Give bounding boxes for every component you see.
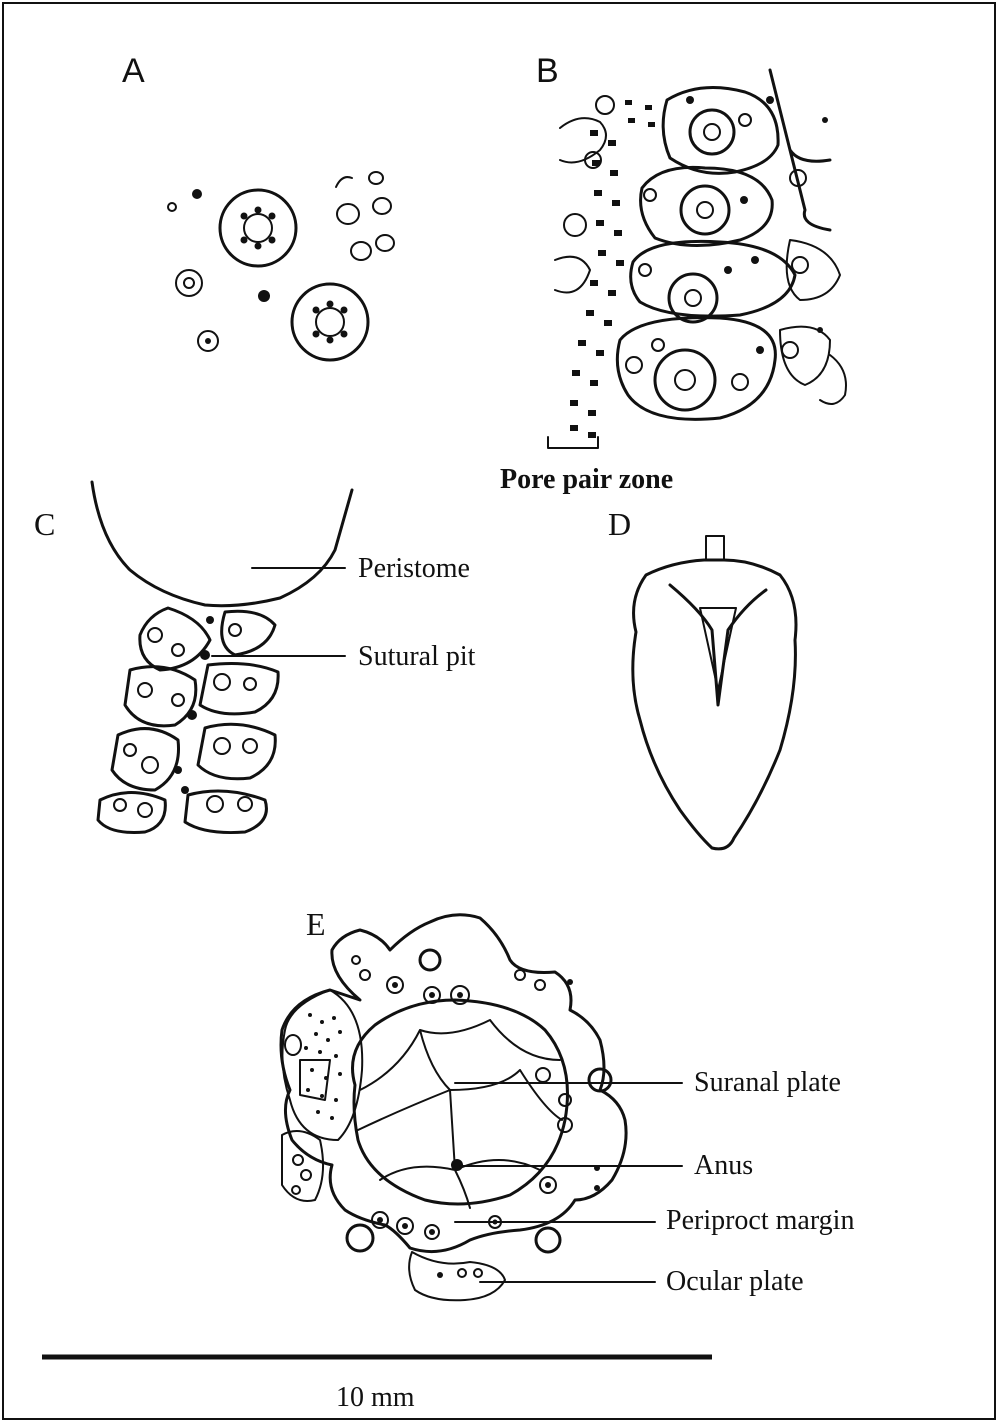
ocular-plate-label: Ocular plate [666,1268,804,1296]
suranal-plate-label: Suranal plate [694,1069,841,1097]
pore-pair-zone-bracket [548,437,598,448]
panel-b-letter: B [536,54,559,88]
sutural-pit-label: Sutural pit [358,643,475,671]
boss-crenulations [241,207,348,344]
scale-bar-label: 10 mm [336,1384,415,1412]
ocular-plate-outline [409,1252,505,1300]
peristome-label: Peristome [358,555,470,583]
panel-e-letter: E [306,908,326,940]
periproct-margin-label: Periproct margin [666,1207,854,1235]
stipple-patch [304,1013,342,1120]
panel-c-drawing [92,482,352,833]
tubercle-boss-1 [244,214,272,242]
pore-pair-dots [570,100,655,438]
panel-e-drawing [281,915,682,1300]
panel-c-letter: C [34,508,55,540]
panel-d-drawing [633,536,796,849]
panel-a-drawing [168,172,394,360]
peristome-outline [92,482,352,606]
panel-b-drawing [548,70,846,448]
pore-pair-zone-caption: Pore pair zone [500,466,673,494]
spine-tip-stub [706,536,724,560]
tubercle-large-2 [292,284,368,360]
pedicellaria-valve [633,560,796,849]
panel-a-letter: A [122,54,145,88]
anus-label: Anus [694,1152,753,1180]
tubercle-large-1 [220,190,296,266]
panel-d-letter: D [608,508,631,540]
tubercle-boss-2 [316,308,344,336]
